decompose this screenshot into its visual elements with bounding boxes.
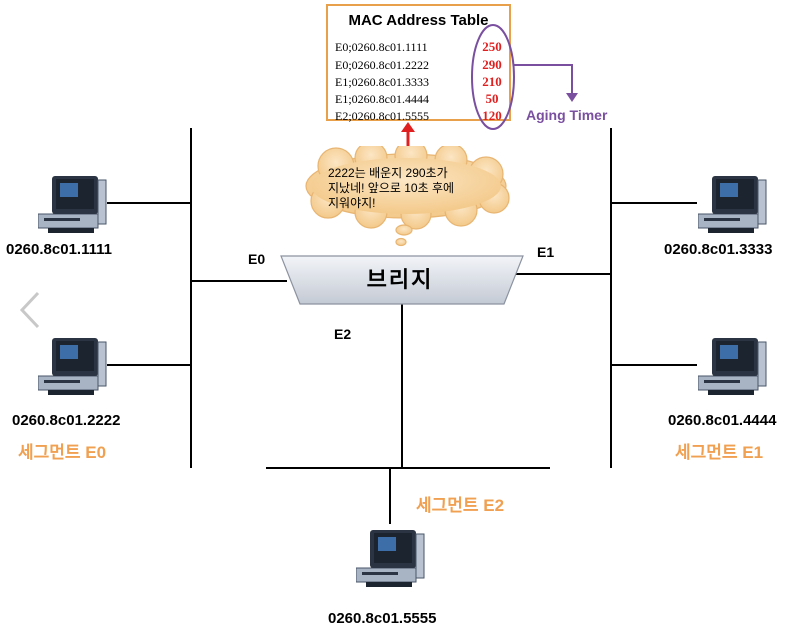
host-1111-link (107, 202, 191, 204)
mac-timer-value: 120 (482, 108, 502, 123)
mac-timer-value: 210 (482, 74, 502, 89)
bubble-line-1: 2222는 배운지 290초가 (328, 166, 448, 180)
host-1111-label: 0260.8c01.1111 (6, 241, 112, 258)
computer-icon[interactable] (698, 174, 768, 234)
host-4444-label: 0260.8c01.4444 (668, 412, 777, 429)
port-e2-label: E2 (334, 326, 352, 342)
port-e1-label: E1 (537, 244, 555, 260)
segment-e0-bus (190, 128, 192, 468)
mac-entry: E1;0260.8c01.3333 (335, 75, 429, 89)
computer-icon[interactable] (38, 336, 108, 396)
timer-highlight-ellipse (471, 24, 515, 130)
computer-icon[interactable] (698, 336, 768, 396)
mac-entry: E0;0260.8c01.1111 (335, 40, 428, 54)
bubble-line-2: 지났네! 앞으로 10초 후에 (328, 181, 455, 195)
mac-entry: E0;0260.8c01.2222 (335, 58, 429, 72)
e2-bridge-link (401, 303, 403, 467)
aging-timer-callout (471, 24, 578, 130)
host-3333-link (611, 202, 697, 204)
mac-entry: E1;0260.8c01.4444 (335, 92, 429, 106)
bridge-shape (280, 255, 524, 305)
host-5555-label: 0260.8c01.5555 (328, 610, 437, 627)
back-chevron-icon[interactable] (14, 290, 48, 330)
aging-pointer-line (514, 64, 573, 95)
mac-entry: E2;0260.8c01.5555 (335, 109, 429, 123)
aging-arrowhead (566, 93, 578, 102)
computer-icon[interactable] (38, 174, 108, 234)
computer-icon[interactable] (356, 528, 426, 588)
thought-bubble (305, 146, 510, 247)
host-4444-link (611, 364, 697, 366)
aging-timer-label: Aging Timer (526, 107, 608, 123)
thought-bubble-text: 2222는 배운지 290초가 지났네! 앞으로 10초 후에 지워야지! (328, 166, 478, 211)
port-e0-label: E0 (248, 251, 266, 267)
segment-e0-label: 세그먼트 E0 (18, 443, 107, 462)
mac-table-title: MAC Address Table (348, 12, 489, 29)
host-3333-label: 0260.8c01.3333 (664, 241, 773, 258)
segment-e1-label: 세그먼트 E1 (675, 443, 764, 462)
mac-timer-value: 290 (482, 57, 502, 72)
mac-address-table: MAC Address Table E0;0260.8c01.1111 250 … (326, 4, 511, 123)
red-up-arrow-icon (401, 122, 415, 148)
segment-e2-label: 세그먼트 E2 (416, 496, 505, 515)
host-5555-link (389, 468, 391, 524)
bubble-line-3: 지워야지! (328, 196, 376, 210)
host-2222-link (107, 364, 191, 366)
segment-e2-bus (266, 467, 550, 469)
mac-timer-value: 50 (485, 91, 499, 106)
e1-bridge-link (516, 273, 611, 275)
host-2222-label: 0260.8c01.2222 (12, 412, 121, 429)
bridge-label: 브리지 (366, 267, 434, 292)
segment-e1-bus (610, 128, 612, 468)
e0-bridge-link (191, 280, 287, 282)
mac-timer-value: 250 (482, 39, 502, 54)
